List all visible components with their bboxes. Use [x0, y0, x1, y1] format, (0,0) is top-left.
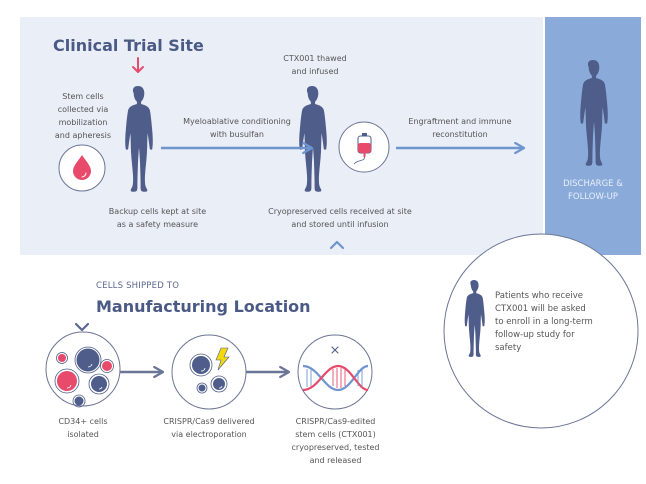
cd34-cells-icon	[45, 331, 121, 408]
backup-cells-label: Backup cells kept at site as a safety me…	[80, 205, 235, 231]
step-edited-cells-label: CRISPR/Cas9-edited stem cells (CTX001) c…	[278, 415, 393, 467]
clinical-trial-site-title: Clinical Trial Site	[53, 36, 204, 55]
conditioning-label: Myeloablative conditioning with busulfan	[162, 115, 312, 141]
note-line: follow-up study for	[495, 330, 575, 340]
discharge-line: FOLLOW-UP	[568, 192, 618, 202]
received-line: Cryopreserved cells received at site	[268, 207, 412, 216]
step-line: CRISPR/Cas9-edited	[295, 417, 376, 426]
discharged-patient-figure-icon	[580, 60, 608, 166]
step-line: stem cells (CTX001)	[295, 430, 376, 439]
note-line: Patients who receive	[495, 291, 584, 301]
step-line: isolated	[67, 430, 99, 439]
discharge-follow-up-label: DISCHARGE & FOLLOW-UP	[545, 178, 641, 204]
collection-line: mobilization	[58, 118, 108, 127]
lightning-bolt-icon	[215, 347, 230, 371]
clinical-trial-site-panel	[20, 17, 543, 255]
follow-up-study-note: Patients who receive CTX001 will be aske…	[495, 290, 625, 355]
arrow-return-head	[329, 240, 345, 250]
infusion-line: and infused	[291, 67, 339, 76]
step-line: and released	[309, 456, 362, 465]
collection-line: collected via	[57, 105, 109, 114]
infusion-label: CTX001 thawed and infused	[265, 52, 365, 78]
step-line: via electroporation	[171, 430, 247, 439]
engraftment-line: Engraftment and immune	[408, 117, 512, 126]
arrow-ship-head	[74, 322, 90, 332]
step-line: cryopreserved, tested	[291, 443, 380, 452]
received-line: and stored until infusion	[291, 220, 389, 229]
backup-line: Backup cells kept at site	[108, 207, 207, 216]
collection-line: Stem cells	[62, 92, 104, 101]
stem-cell-collection-label: Stem cells collected via mobilization an…	[44, 90, 122, 142]
step-electroporation-label: CRISPR/Cas9 delivered via electroporatio…	[149, 415, 269, 441]
iv-bag-icon	[338, 121, 390, 173]
step-cd34-label: CD34+ cells isolated	[33, 415, 133, 441]
collection-line: and apheresis	[54, 131, 112, 140]
blood-drop-icon	[58, 144, 106, 192]
note-line: CTX001 will be asked	[495, 304, 586, 314]
follow-up-note-circle	[443, 233, 639, 429]
note-line: safety	[495, 343, 522, 353]
note-line: to enroll in a long-term	[495, 317, 593, 327]
discharge-line: DISCHARGE &	[563, 179, 623, 189]
step-line: CRISPR/Cas9 delivered	[163, 417, 255, 426]
backup-line: as a safety measure	[116, 220, 199, 229]
step-line: CD34+ cells	[58, 417, 108, 426]
dna-edit-icon	[297, 334, 373, 410]
infusion-line: CTX001 thawed	[283, 54, 347, 63]
patient-figure-icon	[125, 86, 153, 192]
cells-received-label: Cryopreserved cells received at site and…	[245, 205, 435, 231]
red-down-arrow-icon	[132, 57, 144, 73]
conditioning-line: with busulfan	[210, 130, 264, 139]
manufacturing-location-title: Manufacturing Location	[96, 297, 311, 316]
engraftment-label: Engraftment and immune reconstitution	[395, 115, 525, 141]
conditioning-line: Myeloablative conditioning	[183, 117, 291, 126]
electroporation-icon	[171, 334, 247, 410]
cells-shipped-kicker: CELLS SHIPPED TO	[96, 281, 180, 291]
engraftment-line: reconstitution	[432, 130, 488, 139]
